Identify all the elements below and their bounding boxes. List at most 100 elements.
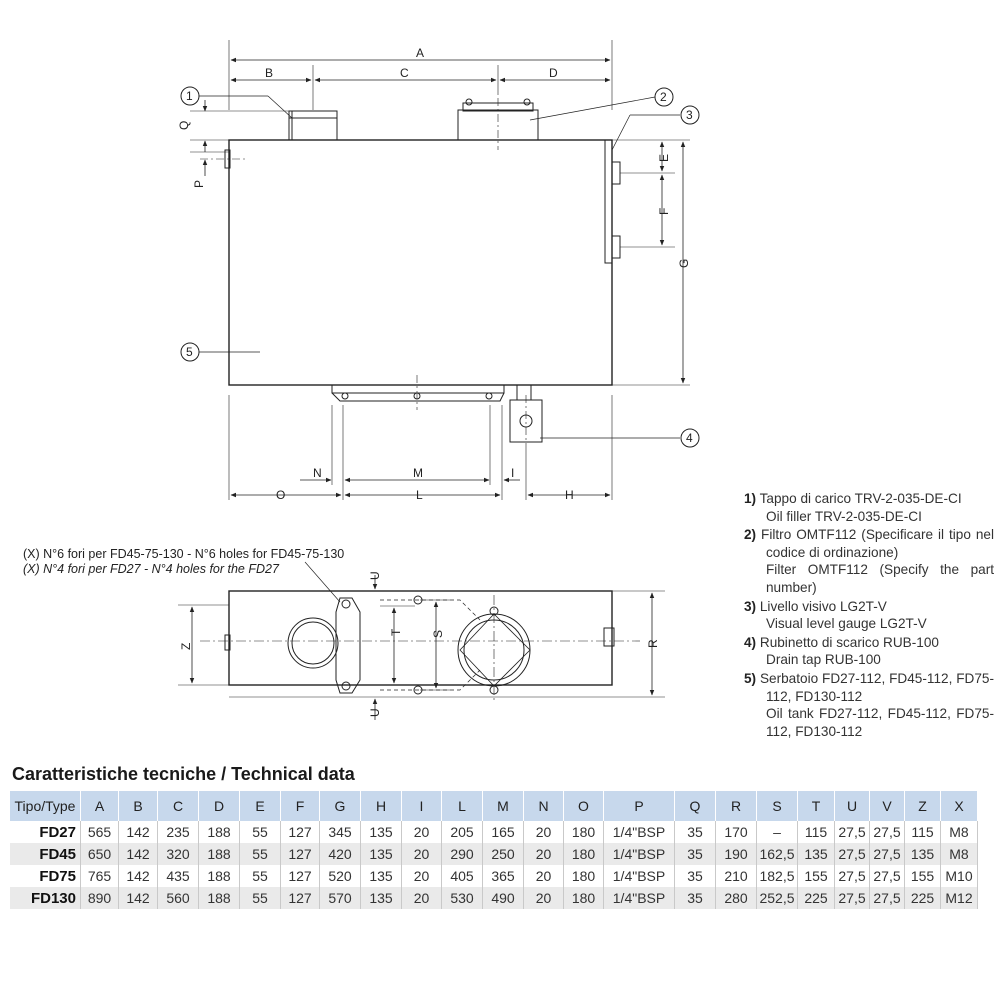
dim-label-i: I — [511, 466, 514, 480]
legend-num: 5) — [744, 670, 757, 686]
table-cell: 188 — [198, 821, 240, 843]
table-cell: 142 — [118, 843, 158, 865]
table-cell: 135 — [360, 843, 402, 865]
table-cell: 765 — [80, 865, 119, 887]
table-cell: 188 — [198, 865, 240, 887]
dim-label-q: Q — [177, 121, 191, 130]
cover-plate — [335, 597, 361, 694]
table-cell: 210 — [715, 865, 757, 887]
dim-label-b: B — [265, 66, 273, 80]
table-cell: 27,5 — [834, 865, 870, 887]
dim-label-d: D — [549, 66, 558, 80]
table-cell: 27,5 — [869, 821, 905, 843]
table-cell: 142 — [118, 865, 158, 887]
table-cell: 20 — [523, 821, 564, 843]
table-cell: 135 — [360, 865, 402, 887]
table-cell: 225 — [904, 887, 941, 909]
front-view — [190, 40, 690, 500]
table-cell: M10 — [940, 865, 978, 887]
dim-label-o: O — [276, 488, 285, 502]
table-cell: 35 — [674, 865, 716, 887]
table-cell: 435 — [157, 865, 199, 887]
legend-en: Oil filler TRV-2-035-DE-CI — [766, 508, 922, 524]
legend-it: Rubinetto di scarico RUB-100 — [759, 634, 939, 650]
table-cell: 142 — [118, 887, 158, 909]
table-cell: 135 — [797, 843, 835, 865]
legend-it: Serbatoio FD27-112, FD45-112, FD75-112, … — [759, 670, 994, 704]
legend-item: 1) Tappo di carico TRV-2-035-DE-CI Oil f… — [744, 490, 994, 525]
col-header: Tipo/Type — [10, 791, 81, 821]
filler-cap — [288, 110, 338, 141]
table-cell: 320 — [157, 843, 199, 865]
table-cell: 20 — [523, 843, 564, 865]
dim-label-s: S — [431, 630, 445, 638]
svg-text:4: 4 — [686, 431, 693, 445]
parts-legend: 1) Tappo di carico TRV-2-035-DE-CI Oil f… — [744, 490, 994, 741]
col-header: B — [118, 791, 158, 821]
dim-label-f: F — [657, 208, 671, 215]
table-cell: 127 — [280, 821, 320, 843]
level-gauge — [604, 139, 613, 264]
table-cell: 560 — [157, 887, 199, 909]
col-header: A — [80, 791, 119, 821]
table-cell: 142 — [118, 821, 158, 843]
col-header: M — [482, 791, 524, 821]
table-cell: 290 — [441, 843, 483, 865]
tank-top-outline — [228, 590, 613, 686]
technical-data-table: Tipo/Type A B C D E F G H I L M N O P Q … — [10, 791, 978, 909]
dim-label-m: M — [413, 466, 423, 480]
table-cell: 127 — [280, 887, 320, 909]
dim-label-c: C — [400, 66, 409, 80]
legend-it: Filtro OMTF112 (Specificare il tipo nel … — [761, 527, 995, 560]
svg-text:1: 1 — [186, 89, 193, 103]
dim-label-u-bottom: U — [368, 708, 382, 717]
callout-5: 5 — [180, 342, 200, 362]
row-type-name: FD27 — [10, 821, 81, 843]
table-cell: 420 — [319, 843, 361, 865]
table-cell: 20 — [401, 821, 442, 843]
table-cell: 235 — [157, 821, 199, 843]
svg-text:5: 5 — [186, 345, 193, 359]
table-cell: 162,5 — [756, 843, 798, 865]
table-cell: 127 — [280, 843, 320, 865]
col-header: G — [319, 791, 361, 821]
col-header: D — [198, 791, 240, 821]
table-cell: 20 — [401, 843, 442, 865]
table-cell: 565 — [80, 821, 119, 843]
table-cell: 650 — [80, 843, 119, 865]
col-header: R — [715, 791, 757, 821]
table-cell: 188 — [198, 843, 240, 865]
drain-tap — [516, 384, 532, 401]
col-header: I — [401, 791, 442, 821]
table-cell: 135 — [904, 843, 941, 865]
table-cell: 115 — [797, 821, 835, 843]
legend-it: Livello visivo LG2T-V — [759, 598, 887, 614]
table-cell: 180 — [563, 887, 604, 909]
table-cell: 115 — [904, 821, 941, 843]
dim-label-e: E — [657, 154, 671, 162]
row-type-name: FD75 — [10, 865, 81, 887]
col-header: V — [869, 791, 905, 821]
table-cell: 35 — [674, 821, 716, 843]
tank-feet — [331, 384, 505, 394]
filler-opening — [287, 617, 339, 669]
col-header: O — [563, 791, 604, 821]
legend-en: Oil tank FD27-112, FD45-112, FD75-112, F… — [766, 706, 994, 739]
table-cell: 165 — [482, 821, 524, 843]
col-header: Q — [674, 791, 716, 821]
table-cell: 225 — [797, 887, 835, 909]
col-header: L — [441, 791, 483, 821]
legend-en: Filter OMTF112 (Specify the part number) — [766, 562, 994, 595]
table-cell: 182,5 — [756, 865, 798, 887]
legend-item: 5) Serbatoio FD27-112, FD45-112, FD75-11… — [744, 670, 994, 740]
legend-en: Drain tap RUB-100 — [766, 652, 881, 668]
table-cell: 27,5 — [834, 821, 870, 843]
table-cell: 1/4"BSP — [603, 843, 675, 865]
table-cell: M8 — [940, 821, 978, 843]
dim-label-n: N — [313, 466, 322, 480]
table-cell: 135 — [360, 821, 402, 843]
table-cell: 35 — [674, 843, 716, 865]
